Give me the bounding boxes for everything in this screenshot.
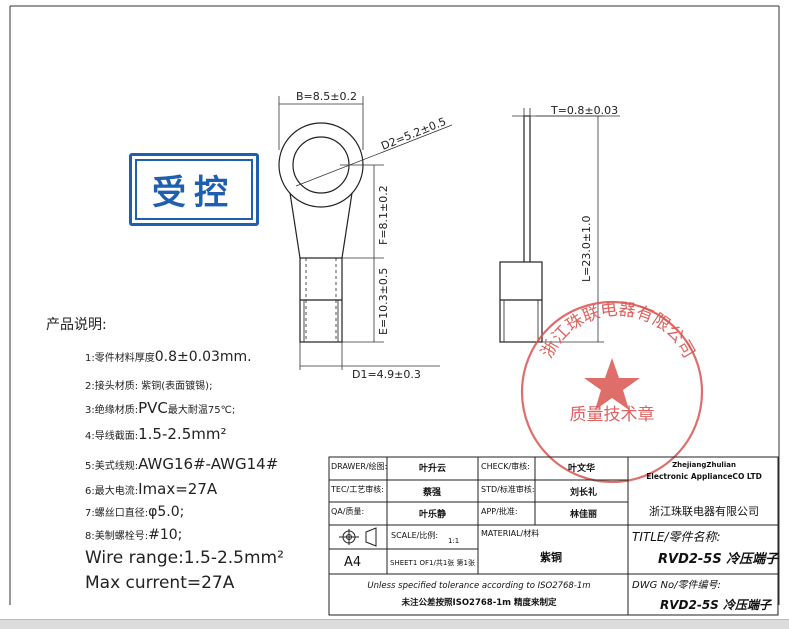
paper-size: A4 — [344, 555, 362, 570]
dim-t-label: T=0.8±0.03 — [550, 104, 618, 117]
note-7-value: φ5.0; — [148, 504, 185, 520]
note-8: 8:美制螺栓号:#10; — [85, 527, 182, 543]
note-7-label: 7:螺丝口直径: — [85, 508, 149, 519]
note-2-label: 2:接头材质: 紫铜(表面镀锡); — [85, 381, 213, 392]
note-8-label: 8:美制螺栓号: — [85, 531, 149, 542]
side-dimensions — [512, 108, 620, 343]
std-label: STD/标准审核: — [481, 485, 535, 494]
dwg-value: RVD2-5S 冷压端子 — [660, 598, 771, 612]
dim-b-label: B=8.5±0.2 — [296, 90, 357, 103]
seal-star-icon — [584, 358, 640, 410]
neck — [289, 192, 353, 259]
dwg-label: DWG No/零件编号: — [632, 580, 721, 591]
note-5-label: 5:美式线规: — [85, 461, 139, 472]
tec-value: 蔡强 — [423, 488, 442, 498]
note-4: 4:导线截面:1.5-2.5mm² — [85, 425, 226, 443]
dim-d2-leader — [295, 124, 453, 187]
note-1-label: 1:零件材料厚度 — [85, 353, 155, 364]
note-6-label: 6:最大电流: — [85, 486, 139, 497]
seal-caption: 质量技术章 — [570, 405, 655, 425]
company-en-line2: Electronic ApplianceCO LTD — [646, 472, 762, 481]
seal-ring — [520, 300, 704, 484]
bottom-strip — [0, 619, 789, 629]
controlled-stamp: 受控 — [129, 153, 259, 226]
app-label: APP/批准: — [481, 507, 518, 516]
note-wire-range: Wire range:1.5-2.5mm² — [85, 548, 284, 568]
front-view — [278, 122, 364, 343]
sheet-label: SHEET1 OF1/共1张 第1张 — [390, 559, 475, 567]
note-7: 7:螺丝口直径:φ5.0; — [85, 504, 184, 520]
dim-e-label: E=10.3±0.5 — [377, 268, 390, 335]
title-value: RVD2-5S 冷压端子 — [658, 552, 779, 567]
drawer-label: DRAWER/绘图: — [331, 462, 388, 471]
qa-label: QA/质量: — [331, 507, 365, 516]
tolerance-en: Unless specified tolerance according to … — [367, 581, 591, 591]
note-4-label: 4:导线截面: — [85, 431, 139, 442]
note-6-value: Imax=27A — [138, 480, 218, 498]
material-value: 紫铜 — [540, 551, 562, 564]
company-cn: 浙江珠联电器有限公司 — [649, 505, 759, 518]
note-3: 3:绝缘材质:PVC最大耐温75℃; — [85, 399, 235, 417]
note-5-value: AWG16#-AWG14# — [138, 455, 279, 473]
note-4-value: 1.5-2.5mm² — [138, 425, 227, 443]
drawer-value: 叶升云 — [419, 464, 447, 474]
note-1-value: 0.8±0.03mm. — [154, 349, 252, 365]
note-6: 6:最大电流:Imax=27A — [85, 480, 217, 498]
check-label: CHECK/审核: — [481, 462, 530, 471]
note-max-current: Max current=27A — [85, 573, 235, 593]
note-3-label: 3:绝缘材质: — [85, 405, 139, 416]
side-barrel — [499, 261, 543, 343]
scale-label: SCALE/比例: — [391, 531, 439, 540]
tolerance-cn: 未注公差按照ISO2768-1m 精度来制定 — [401, 598, 557, 608]
title-label: TITLE/零件名称: — [632, 530, 721, 544]
note-5: 5:美式线规:AWG16#-AWG14# — [85, 455, 278, 473]
qa-value: 叶乐静 — [419, 510, 447, 520]
check-value: 叶文华 — [568, 464, 596, 474]
note-1: 1:零件材料厚度0.8±0.03mm. — [85, 349, 252, 365]
notes-heading: 产品说明: — [46, 317, 107, 333]
note-3-value: PVC — [138, 399, 168, 417]
projection-symbol-icon — [339, 527, 377, 547]
dim-d1-label: D1=4.9±0.3 — [352, 368, 421, 381]
note-8-value: #10; — [148, 527, 183, 543]
material-label: MATERIAL/材料 — [481, 529, 540, 538]
dim-f-label: F=8.1±0.2 — [377, 185, 390, 245]
controlled-stamp-text: 受控 — [152, 173, 236, 213]
note-2: 2:接头材质: 紫铜(表面镀锡); — [85, 377, 212, 392]
front-dimensions — [278, 96, 453, 370]
app-value: 林佳丽 — [570, 510, 598, 520]
dim-l-label: L=23.0±1.0 — [580, 215, 593, 282]
std-value: 刘长礼 — [570, 488, 598, 498]
company-en-line1: ZhejiangZhulian — [672, 461, 736, 469]
scale-value: 1:1 — [448, 537, 460, 545]
tec-label: TEC/工艺审核: — [331, 485, 384, 494]
note-3-extra: 最大耐温75℃; — [167, 405, 236, 416]
